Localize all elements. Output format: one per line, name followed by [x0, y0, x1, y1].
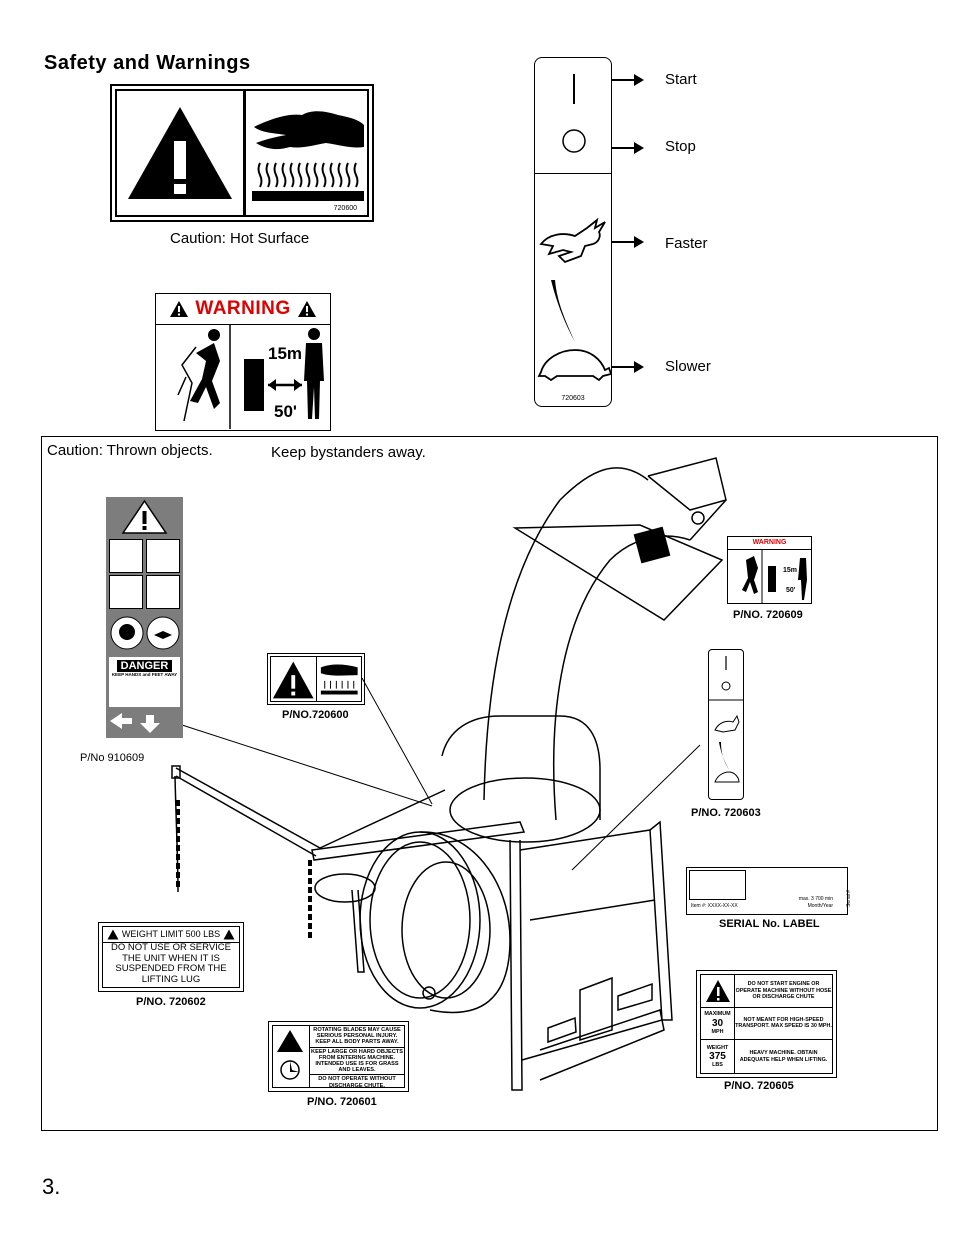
rotating-blades-label: ROTATING BLADES MAY CAUSE SERIOUS PERSON… — [268, 1021, 409, 1092]
label-720609-part-no: P/NO. 720609 — [733, 609, 803, 621]
label-720605-part-no: P/NO. 720605 — [724, 1080, 794, 1092]
read-manual-icon — [146, 616, 180, 650]
mini-warning-label: WARNING 15m 50' — [727, 536, 812, 604]
heavy-row-2: NOT MEANT FOR HIGH-SPEED TRANSPORT. MAX … — [735, 1008, 832, 1041]
gray-decal-part-no: P/No 910609 — [80, 752, 145, 764]
controls-part-no: 720603 — [561, 395, 585, 402]
serial-month-year: Month/Year — [807, 903, 833, 909]
weight-label: WEIGHT — [706, 1044, 729, 1051]
rabbit-icon — [539, 217, 606, 264]
serial-label-caption: SERIAL No. LABEL — [719, 918, 820, 930]
keep-hands-text: KEEP HANDS and FEET AWAY — [111, 672, 178, 677]
warning-triangle-icon — [272, 661, 314, 699]
lbs-label: LBS — [712, 1062, 723, 1069]
label-720600-part-no: P/NO.720600 — [282, 709, 349, 721]
thrown-objects-decal: WARNING 15m 50' — [155, 293, 331, 431]
rotating-blades-text-2: KEEP LARGE OR HARD OBJECTS FROM ENTERING… — [310, 1048, 404, 1076]
label-720603-part-no: P/NO. 720603 — [691, 807, 761, 819]
label-720601-part-no: P/NO. 720601 — [307, 1096, 377, 1108]
weight-limit-line-3: SUSPENDED FROM THE — [115, 963, 227, 974]
weight-value: 375 — [709, 1051, 726, 1063]
warning-triangle-icon — [170, 301, 189, 317]
bystanders-caption: Keep bystanders away. — [271, 444, 426, 461]
heavy-row-3: HEAVY MACHINE. OBTAIN ADEQUATE HELP WHEN… — [739, 1050, 828, 1063]
weight-limit-header: WEIGHT LIMIT 500 LBS — [121, 929, 221, 940]
distance-feet: 50' — [274, 402, 297, 421]
warning-triangle-icon — [117, 91, 246, 215]
hot-surface-hand-icon — [315, 657, 358, 701]
hearing-protection-icon — [110, 616, 144, 650]
danger-panel: DANGER KEEP HANDS and FEET AWAY — [109, 657, 180, 707]
heavy-row-1: DO NOT START ENGINE OR OPERATE MACHINE W… — [735, 975, 832, 1008]
page-title: Safety and Warnings — [44, 52, 251, 74]
warning-header: WARNING — [195, 298, 291, 319]
warning-triangle-icon — [107, 929, 119, 940]
warning-triangle-cell — [701, 975, 735, 1008]
thrown-objects-caption: Caution: Thrown objects. — [47, 442, 213, 459]
serial-item: Item #: XXXX-XX-XX — [691, 903, 738, 909]
machine-diagram-frame — [41, 436, 938, 1131]
hot-surface-hand-icon — [252, 111, 364, 201]
stop-icon — [562, 129, 586, 153]
warning-triangle-icon — [297, 301, 316, 317]
mini-hot-surface-label — [267, 653, 365, 705]
serial-max-speed: max. 3 700 min — [798, 896, 833, 902]
heavy-machine-label: DO NOT START ENGINE OR OPERATE MACHINE W… — [696, 970, 837, 1078]
mini-warning-header: WARNING — [728, 537, 811, 550]
arrow-icons — [110, 713, 160, 733]
rotating-blades-text-1: ROTATING BLADES MAY CAUSE SERIOUS PERSON… — [310, 1026, 404, 1048]
mini-distance-feet: 50' — [786, 587, 796, 594]
hot-surface-caption: Caution: Hot Surface — [170, 230, 310, 247]
rotating-blades-icon — [277, 1030, 303, 1080]
rotating-blades-text-3: DO NOT OPERATE WITHOUT DISCHARGE CHUTE. — [318, 1076, 396, 1089]
label-720602-part-no: P/NO. 720602 — [136, 996, 206, 1008]
slower-label: Slower — [665, 358, 711, 375]
control-arrows — [612, 74, 644, 373]
warning-triangle-icon — [223, 929, 235, 940]
start-label: Start — [665, 71, 697, 88]
warning-triangle-icon — [705, 979, 730, 1002]
turtle-icon — [537, 349, 611, 382]
warning-triangle-icon — [121, 499, 168, 534]
mph-label: MPH — [711, 1028, 724, 1035]
hot-surface-part-no: 720600 — [333, 205, 357, 212]
stop-label: Stop — [665, 138, 696, 155]
weight-limit-label: WEIGHT LIMIT 500 LBS DO NOT USE OR SERVI… — [98, 922, 244, 992]
mini-distance-meters: 15m — [783, 567, 798, 574]
weight-limit-line-2: THE UNIT WHEN IT IS — [122, 952, 220, 964]
hot-surface-decal: 720600 — [110, 84, 374, 222]
weight-limit-line-4: LIFTING LUG — [141, 973, 201, 985]
controls-decal: 720603 — [534, 57, 612, 407]
mini-controls-label — [708, 649, 744, 800]
speed-range-icon — [551, 280, 575, 342]
mini-controls-icons — [709, 656, 743, 783]
maximum-label: MAXIMUM — [704, 1011, 731, 1018]
faster-label: Faster — [665, 235, 708, 252]
start-icon — [573, 74, 575, 104]
serial-number-label: max. 3 700 min Item #: XXXX-XX-XX Month/… — [686, 867, 852, 915]
thrown-objects-figure-icon — [742, 550, 807, 604]
danger-header: DANGER — [117, 660, 172, 672]
max-speed-value: 30 — [711, 1017, 724, 1029]
page-number: 3. — [42, 1174, 61, 1199]
distance-meters: 15m — [268, 344, 303, 363]
gray-safety-decal: DANGER KEEP HANDS and FEET AWAY — [106, 497, 183, 738]
serial-number: Serial # — [846, 890, 852, 907]
weight-limit-line-1: DO NOT USE OR SERVICE — [110, 942, 231, 953]
thrown-objects-figure-icon — [177, 325, 324, 429]
